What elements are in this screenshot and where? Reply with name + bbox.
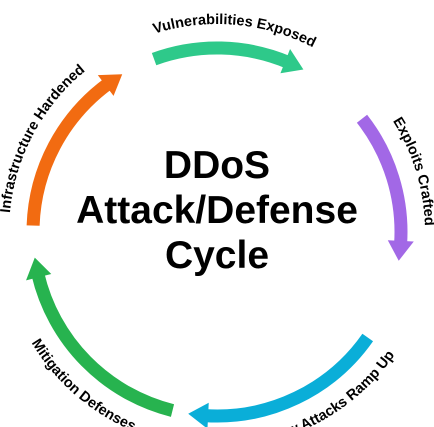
title-line-2: Attack/Defense [76, 189, 358, 232]
mitigation-defenses-arrow [31, 272, 175, 417]
exploits-crafted-arrowhead [387, 240, 414, 261]
exploits-crafted-arrow [356, 114, 408, 245]
cycle-arrows [26, 41, 414, 427]
title-line-3: Cycle [164, 234, 270, 277]
new-attacks-ramp-up-arrowhead [188, 402, 209, 427]
infrastructure-hardened-arrow [26, 78, 113, 226]
mitigation-defenses-arrowhead [26, 257, 52, 281]
new-attacks-ramp-up-label: New Attacks Ramp Up [268, 348, 398, 427]
title-line-1: DDoS [163, 144, 271, 187]
new-attacks-ramp-up-arrow [204, 333, 374, 423]
center-title: DDoS Attack/Defense Cycle [67, 143, 367, 278]
infrastructure-hardened-arrowhead [97, 74, 123, 96]
vulnerabilities-exposed-arrow [151, 41, 291, 69]
vulnerabilities-exposed-arrowhead [280, 49, 304, 74]
